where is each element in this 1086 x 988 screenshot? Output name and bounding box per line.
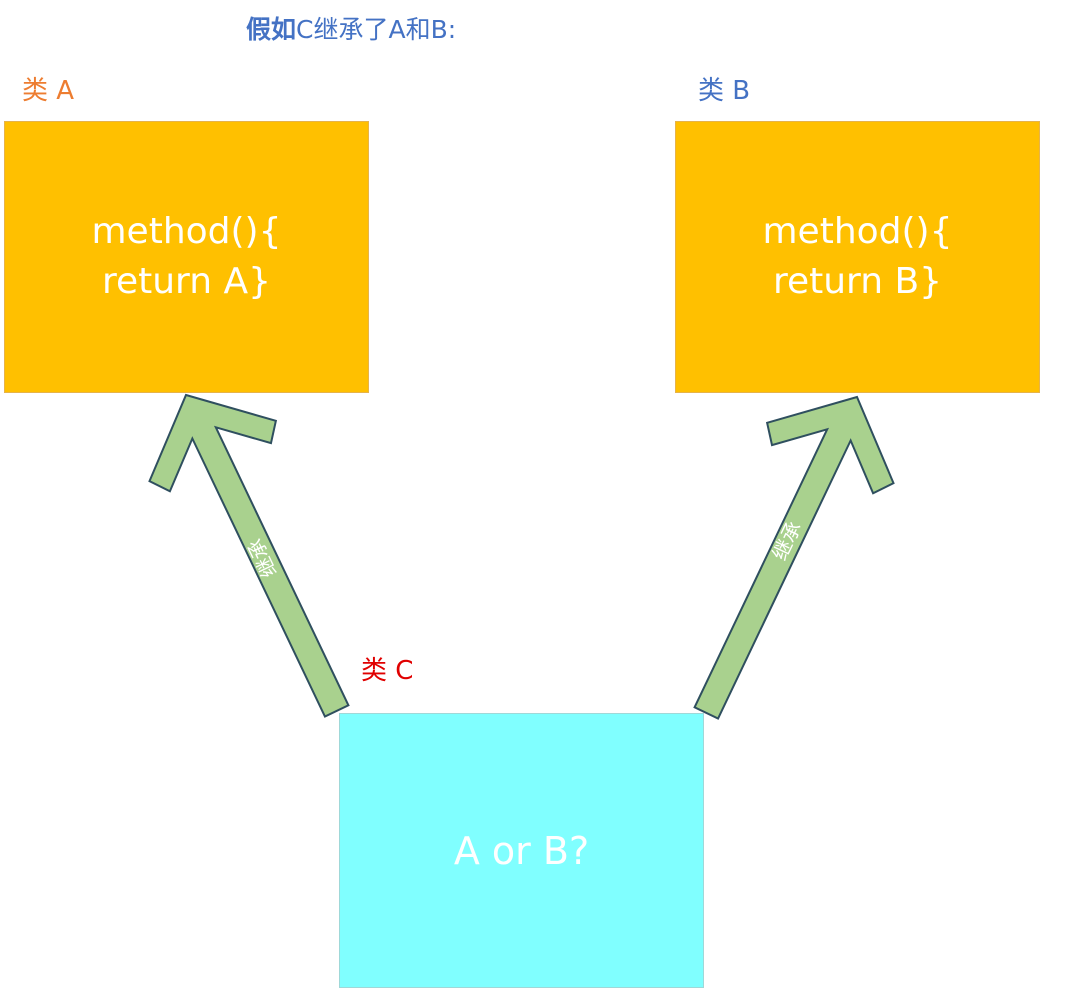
class-b-box: method(){ return B} bbox=[675, 121, 1040, 393]
class-b-line1: method(){ bbox=[762, 211, 953, 252]
title-rest: C继承了A和B: bbox=[296, 15, 457, 44]
right-inherit-arrow: 继承 bbox=[693, 395, 895, 720]
class-c-text: A or B? bbox=[453, 828, 590, 873]
class-a-label: 类 A bbox=[22, 76, 75, 106]
class-a-box: method(){ return A} bbox=[4, 121, 369, 393]
class-a-line2: return A} bbox=[101, 261, 272, 302]
class-b-label: 类 B bbox=[698, 76, 751, 106]
class-a-line1: method(){ bbox=[91, 211, 282, 252]
title-bold: 假如 bbox=[246, 15, 297, 44]
class-c-box: A or B? bbox=[339, 713, 704, 988]
left-inherit-arrow: 继承 bbox=[148, 393, 350, 718]
diagram-title: 假如C继承了A和B: bbox=[246, 10, 456, 46]
class-c-label: 类 C bbox=[361, 656, 414, 686]
class-b-line2: return B} bbox=[772, 261, 943, 302]
